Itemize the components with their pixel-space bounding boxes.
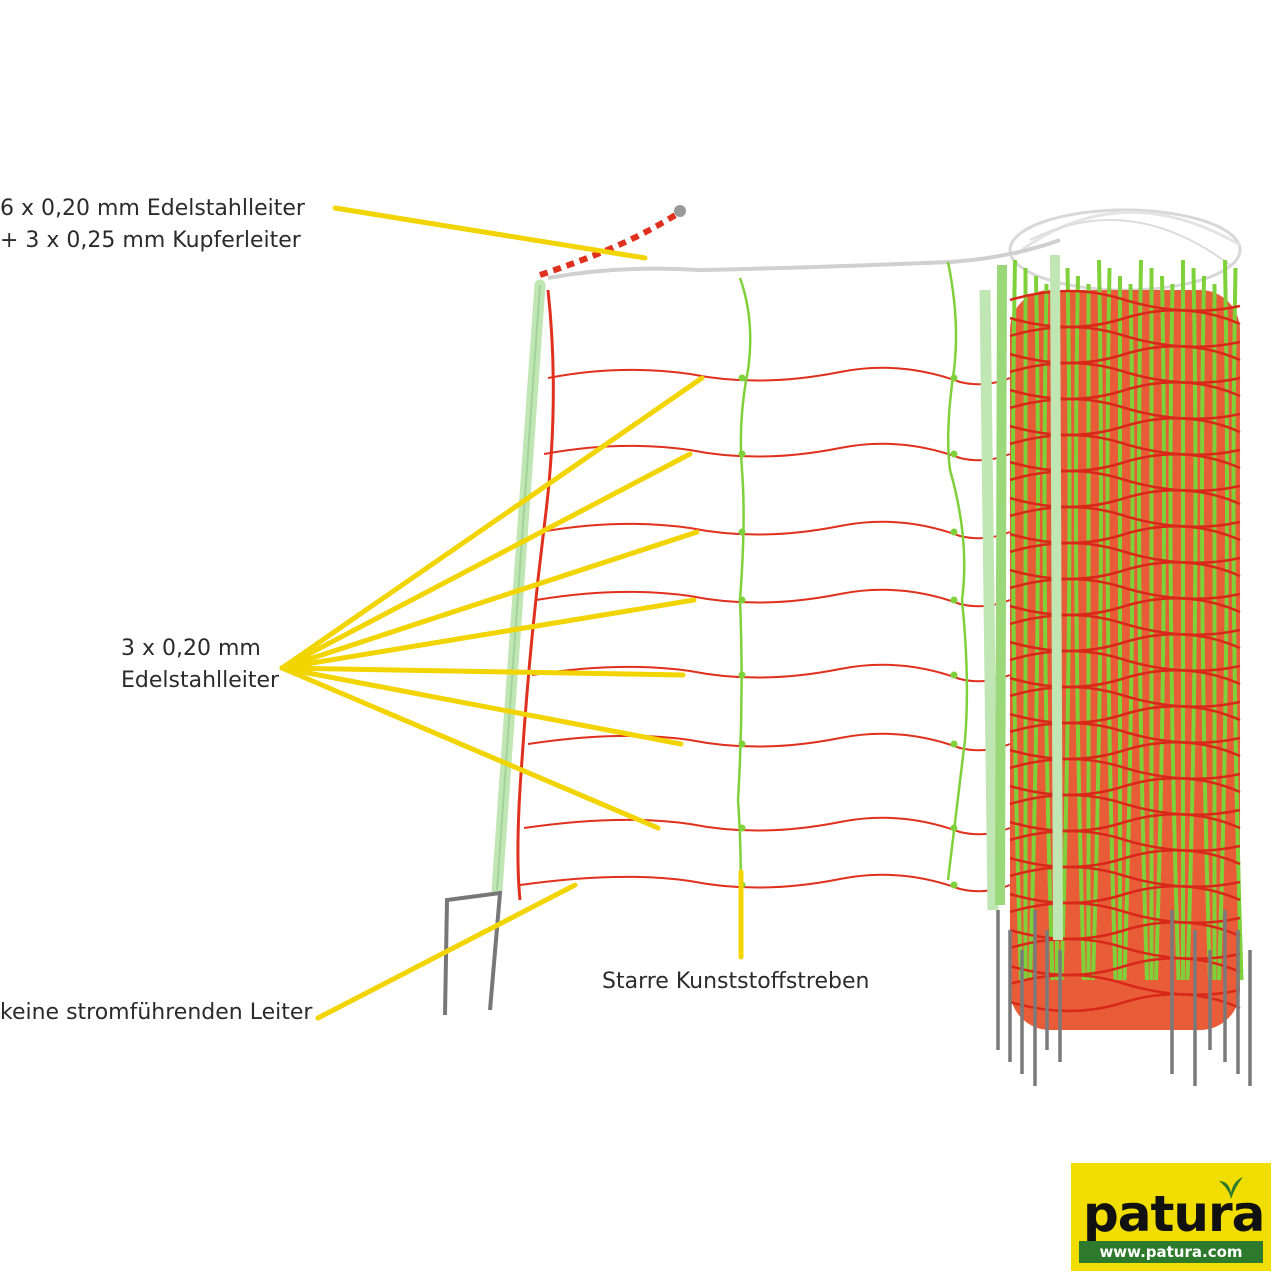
net-knot — [738, 374, 746, 382]
bundle-wire — [1009, 633, 1241, 653]
cable-connector — [674, 205, 686, 217]
left-post — [443, 279, 555, 1016]
callout-mid-1 — [279, 375, 705, 671]
bundle-wire — [1009, 289, 1241, 313]
bundle-wire — [1009, 741, 1241, 761]
bundle-wire — [1009, 685, 1241, 709]
callout-mid-4 — [279, 597, 697, 671]
bundle-wire — [1009, 849, 1241, 869]
bundle-wire — [1009, 705, 1241, 725]
net-wire — [535, 588, 1011, 608]
right-posts — [979, 254, 1063, 941]
net-knot — [950, 740, 958, 748]
bundle-wire — [1009, 865, 1241, 889]
bundle-wire — [1009, 345, 1241, 365]
bundle-wire — [1009, 541, 1241, 565]
label-conductors-mid: 3 x 0,20 mm Edelstahlleiter — [121, 633, 279, 697]
net-wire — [543, 442, 1011, 462]
bundle-wire — [1009, 453, 1241, 473]
bundle-wire — [1009, 561, 1241, 581]
bundle-wire — [1009, 417, 1241, 437]
callout-mid-5 — [279, 665, 686, 678]
bundle-wire — [1009, 525, 1241, 545]
bundle-wire — [1009, 361, 1241, 385]
sprout-icon — [1219, 1177, 1243, 1199]
bundle-wire — [1009, 901, 1241, 925]
bundle-wire — [1009, 721, 1241, 745]
bundle-wire — [1009, 885, 1241, 905]
bundle-wire — [1009, 777, 1241, 797]
callout-mid-2 — [279, 451, 693, 671]
net-wire — [519, 873, 1011, 893]
label-mid-line1: 3 x 0,20 mm — [121, 636, 261, 661]
bundle-ground-spikes — [996, 910, 1252, 1086]
bundle-strut — [1200, 275, 1212, 981]
rolled-net-bundle — [996, 208, 1252, 1086]
bundle-wire — [1009, 489, 1241, 509]
bundle-strut — [1154, 275, 1166, 981]
callout-lines — [279, 205, 744, 1021]
top-conductor — [547, 238, 1061, 280]
label-conductors-top: 6 x 0,20 mm Edelstahlleiter + 3 x 0,25 m… — [0, 193, 305, 257]
callout-mid-6 — [279, 665, 684, 747]
bundle-wire — [1009, 469, 1241, 493]
bundle-wire — [1009, 669, 1241, 689]
red-white-cable — [539, 209, 682, 278]
bundle-wire — [1009, 813, 1241, 833]
callout-bottom — [315, 882, 578, 1021]
net-knot — [950, 528, 958, 536]
bundle-wire — [1009, 325, 1241, 349]
net-strut-1 — [736, 277, 752, 901]
bundle-wire — [1009, 309, 1241, 329]
bundle-strut — [1217, 259, 1229, 981]
bundle-wire — [1009, 505, 1241, 529]
bundle-strut — [1028, 275, 1040, 981]
net-wire — [523, 816, 1011, 836]
callout-top — [332, 205, 648, 261]
bundle-wire — [1009, 829, 1241, 853]
label-no-conductor: keine stromführenden Leiter — [0, 1000, 313, 1025]
net-wire — [527, 732, 1011, 752]
bundle-strut — [1168, 283, 1181, 981]
patura-logo: patura www.patura.com — [1071, 1163, 1271, 1271]
net-wire — [539, 520, 1011, 540]
net-knot — [950, 596, 958, 604]
bundle-wire — [1009, 649, 1241, 673]
net-wire — [547, 366, 1011, 386]
net-red-wires — [519, 366, 1011, 893]
bundle-strut — [1091, 259, 1103, 981]
net-knot — [950, 881, 958, 889]
callout-mid-3 — [279, 529, 700, 671]
net-strut-2 — [946, 261, 969, 881]
label-struts: Starre Kunststoffstreben — [602, 969, 870, 994]
label-top-line1: 6 x 0,20 mm Edelstahlleiter — [0, 196, 305, 221]
logo-wordmark: patura — [1083, 1185, 1265, 1243]
bundle-strut — [1137, 259, 1149, 981]
bundle-red-wires — [1009, 289, 1241, 1013]
label-top-line2: + 3 x 0,25 mm Kupferleiter — [0, 228, 301, 253]
bundle-wire — [1009, 613, 1241, 637]
bundle-wire — [1009, 433, 1241, 457]
bundle-wire — [1009, 757, 1241, 781]
callout-mid-7 — [279, 665, 661, 831]
bundle-strut — [1231, 267, 1244, 981]
net-knot — [950, 450, 958, 458]
net-knot — [950, 671, 958, 679]
bundle-strut — [1185, 267, 1198, 981]
bundle-wire — [1009, 577, 1241, 601]
bundle-wire — [1009, 397, 1241, 421]
bundle-wire — [1009, 793, 1241, 817]
label-mid-line2: Edelstahlleiter — [121, 668, 280, 693]
net-wire — [531, 663, 1011, 683]
bundle-wire — [1009, 597, 1241, 617]
bundle-wire — [1009, 381, 1241, 401]
logo-url: www.patura.com — [1079, 1241, 1263, 1263]
